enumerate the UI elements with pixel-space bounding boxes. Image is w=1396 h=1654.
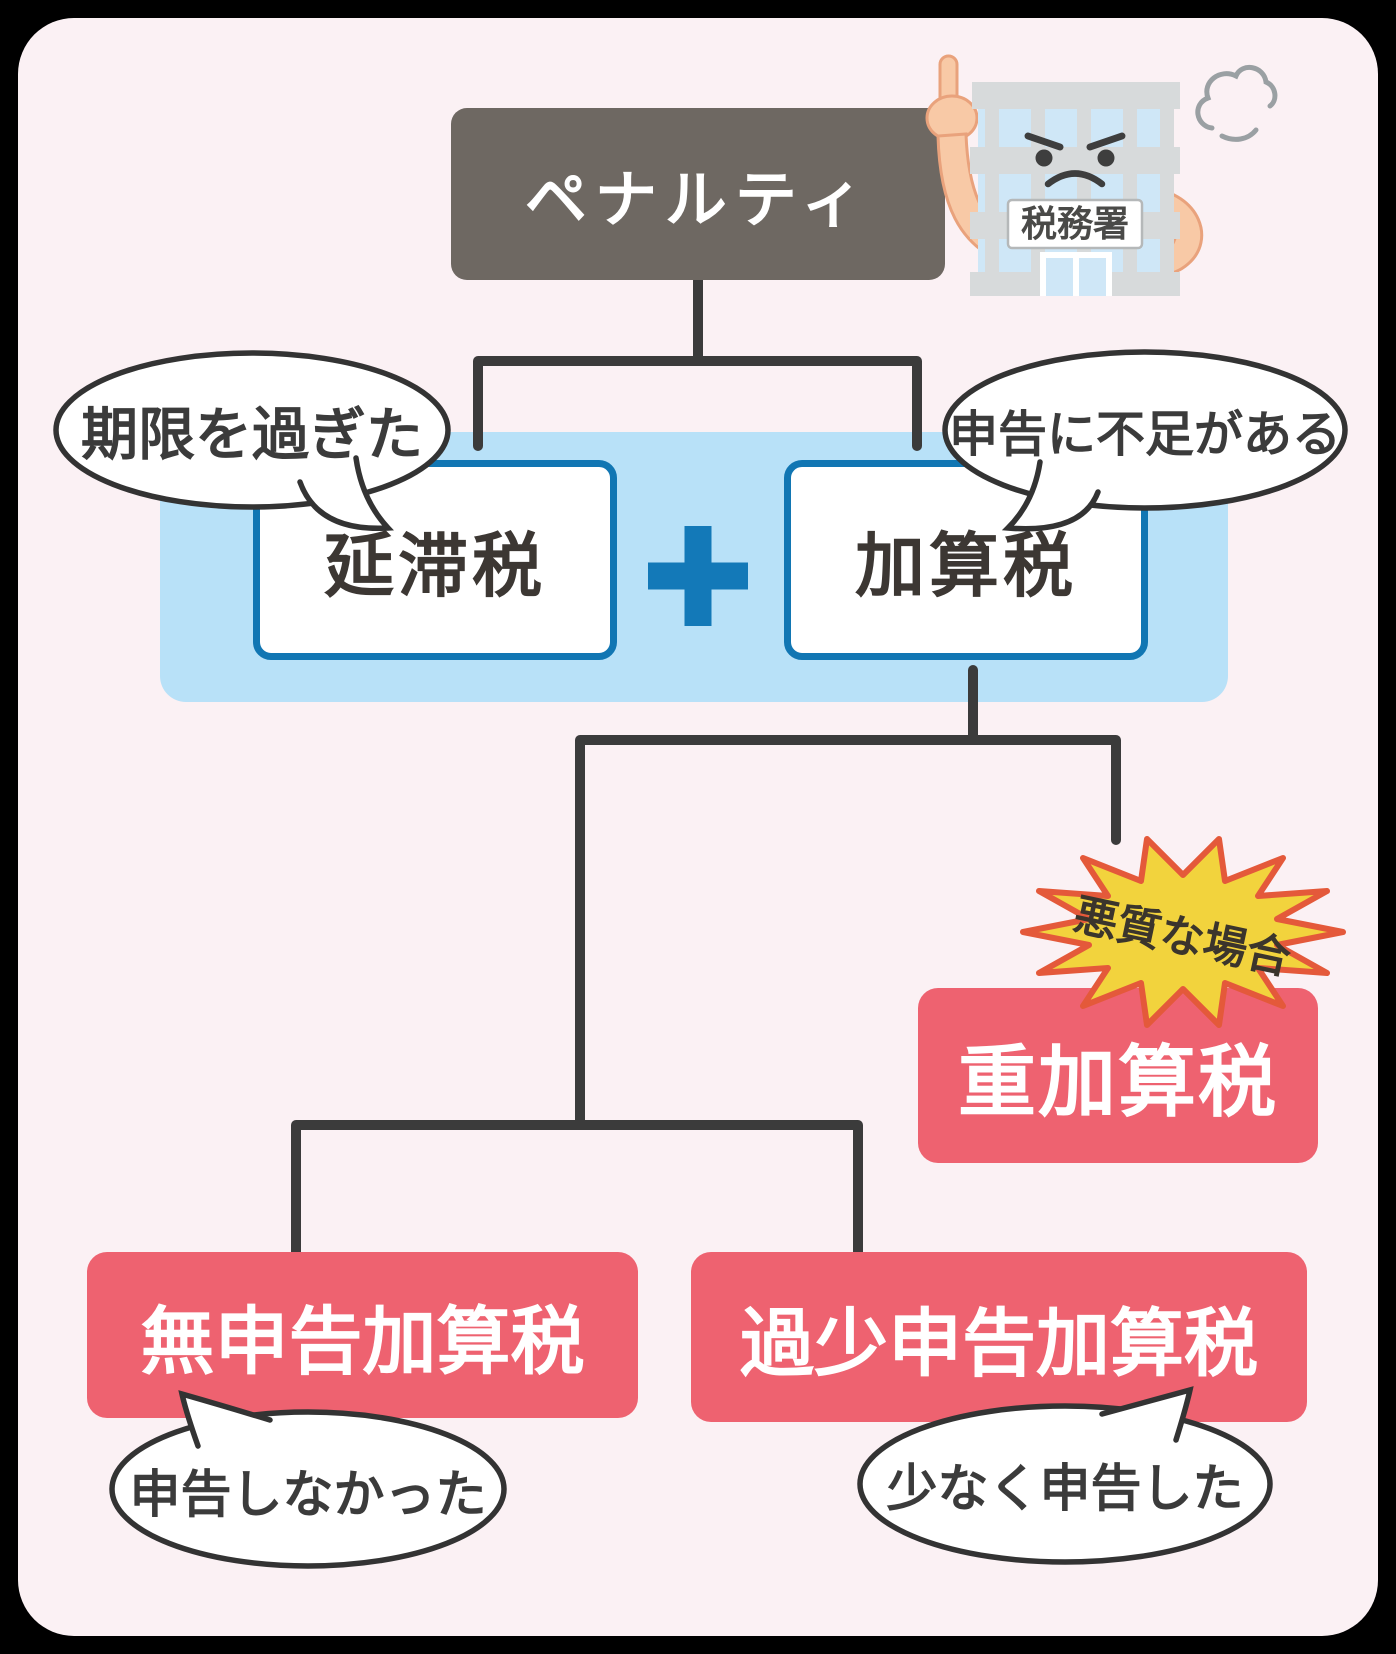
- speech-bubble-not-filed: [109, 1390, 507, 1569]
- heavy-additional-tax-box: 重加算税: [918, 988, 1318, 1163]
- bubble-text-not-filed: 申告しなかった: [129, 1465, 487, 1523]
- bubble-text-shortfall: 申告に不足がある: [948, 407, 1341, 462]
- bubble-text-under-reported: 少なく申告した: [886, 1460, 1244, 1517]
- starburst-badge: [1020, 836, 1346, 1028]
- plus-icon: [648, 526, 748, 626]
- bubble-text-deadline: 期限を過ぎた: [81, 403, 423, 467]
- speech-bubble-shortfall: [942, 349, 1348, 532]
- additional-tax-label: 加算税: [855, 526, 1077, 605]
- no-filing-additional-tax-box: 無申告加算税: [87, 1252, 638, 1418]
- no-filing-additional-tax-label: 無申告加算税: [140, 1299, 585, 1383]
- steam-puff-icon: [1195, 65, 1278, 142]
- connector-branch-bottom: [291, 1120, 863, 1263]
- tax-office-mascot: 税務署: [925, 54, 1278, 296]
- bubble-tail: [178, 1390, 273, 1449]
- angry-face: [1024, 132, 1126, 188]
- late-payment-tax-box: 延滞税: [253, 460, 617, 660]
- connector-branch-top: [473, 356, 922, 451]
- title-box: ペナルティ: [451, 108, 945, 280]
- building-sign: [1006, 198, 1144, 250]
- late-payment-tax-label: 延滞税: [324, 526, 546, 605]
- speech-bubble-deadline: [53, 350, 451, 532]
- mascot-fist: [925, 94, 979, 142]
- heavy-additional-tax-label: 重加算税: [957, 1037, 1278, 1126]
- bubble-tail: [1001, 459, 1101, 532]
- building-sign-label: 税務署: [1021, 203, 1129, 244]
- title-label: ペナルティ: [524, 166, 872, 235]
- connector-branch-mid: [575, 735, 1121, 1130]
- understatement-additional-tax-label: 過少申告加算税: [740, 1301, 1258, 1385]
- bubble-tail: [297, 455, 394, 532]
- bubble-tail: [1099, 1386, 1194, 1443]
- speech-bubble-under-reported: [857, 1386, 1273, 1565]
- understatement-additional-tax-box: 過少申告加算税: [691, 1252, 1307, 1422]
- office-building: 税務署: [970, 82, 1180, 296]
